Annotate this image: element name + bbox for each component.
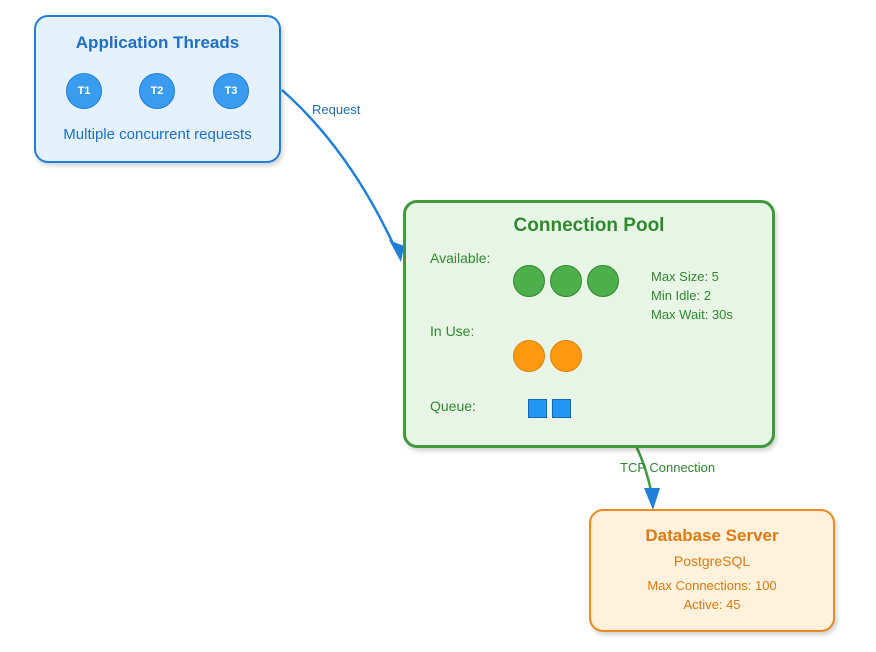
- available-connection: [587, 265, 619, 297]
- request-arrowhead: [389, 240, 404, 262]
- config-min-idle: Min Idle: 2: [651, 288, 711, 303]
- thread-t1: T1: [66, 73, 102, 109]
- database-title: Database Server: [645, 526, 779, 545]
- database-active: Active: 45: [683, 597, 741, 612]
- database-max-connections: Max Connections: 100: [647, 578, 777, 593]
- database-subtitle: PostgreSQL: [673, 553, 751, 569]
- available-connection: [513, 265, 545, 297]
- threads-title: Application Threads: [75, 33, 240, 52]
- queued-request: [552, 399, 571, 418]
- request-edge-label: Request: [312, 102, 361, 117]
- queue-label: Queue:: [430, 398, 476, 414]
- queued-request: [528, 399, 547, 418]
- available-label: Available:: [430, 250, 491, 266]
- pool-title: Connection Pool: [513, 215, 665, 236]
- threads-caption: Multiple concurrent requests: [63, 126, 252, 143]
- thread-t2: T2: [139, 73, 175, 109]
- tcp-arrowhead: [644, 488, 660, 510]
- application-threads-node[interactable]: Application Threads T1 T2 T3 Multiple co…: [34, 15, 281, 163]
- connection-pool-node[interactable]: Connection Pool Available: Max Size: 5 M…: [403, 200, 775, 448]
- in-use-connection: [513, 340, 545, 372]
- in-use-connection: [550, 340, 582, 372]
- available-connection: [550, 265, 582, 297]
- database-server-node[interactable]: Database Server PostgreSQL Max Connectio…: [589, 509, 835, 632]
- thread-t3: T3: [213, 73, 249, 109]
- tcp-edge-label: TCP Connection: [620, 460, 716, 475]
- config-max-size: Max Size: 5: [651, 269, 719, 284]
- in-use-label: In Use:: [430, 323, 475, 339]
- config-max-wait: Max Wait: 30s: [651, 307, 733, 322]
- request-edge: [281, 89, 398, 251]
